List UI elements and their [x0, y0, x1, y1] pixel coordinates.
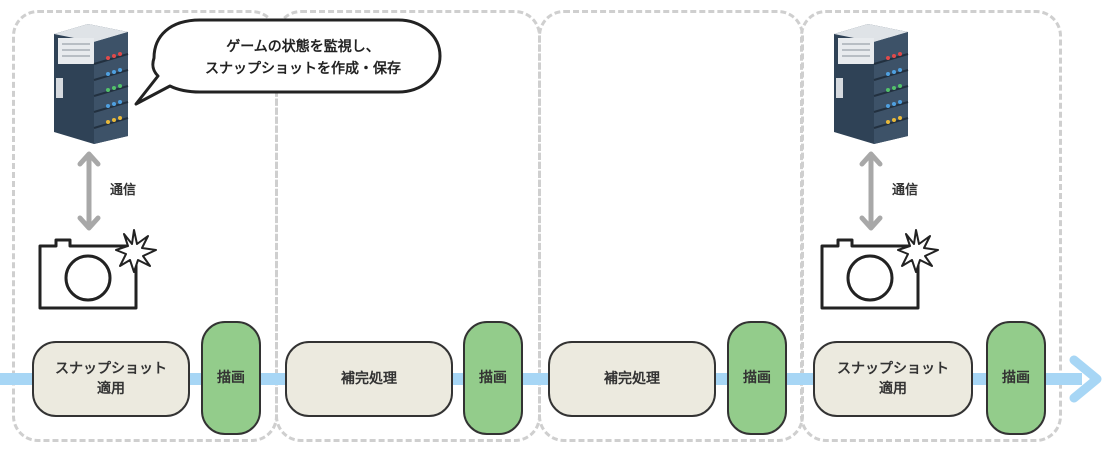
block-label: 描画	[1002, 369, 1030, 386]
two-way-arrow-icon	[77, 151, 101, 231]
block-label: 描画	[479, 369, 507, 386]
snapshot-apply-block: スナップショット 適用	[32, 341, 190, 417]
draw-block: 描画	[463, 321, 523, 435]
interpolation-block: 補完処理	[285, 341, 453, 417]
bubble-text: ゲームの状態を監視し、 スナップショットを作成・保存	[168, 36, 438, 81]
block-label: 適用	[97, 381, 125, 397]
two-way-arrow-icon	[859, 151, 883, 231]
bubble-line-2: スナップショットを作成・保存	[205, 61, 401, 78]
block-label: スナップショット	[55, 360, 167, 377]
server-icon	[54, 24, 129, 144]
camera-icon	[820, 229, 939, 310]
comm-label: 通信	[892, 183, 919, 198]
block-label: 適用	[879, 381, 907, 397]
block-label: スナップショット	[837, 360, 949, 377]
block-label: 描画	[217, 369, 245, 386]
camera-icon	[38, 229, 157, 310]
comm-label: 通信	[110, 183, 137, 198]
block-label: 補完処理	[341, 370, 397, 387]
bubble-line-1: ゲームの状態を監視し、	[226, 39, 380, 55]
block-label: 補完処理	[604, 370, 660, 387]
interpolation-block: 補完処理	[548, 341, 716, 417]
draw-block: 描画	[727, 321, 787, 435]
speech-bubble	[134, 18, 442, 106]
snapshot-apply-block: スナップショット 適用	[813, 341, 973, 417]
draw-block: 描画	[201, 321, 261, 435]
frame-4	[800, 10, 1062, 442]
block-label: 描画	[743, 369, 771, 386]
server-icon	[834, 24, 909, 144]
draw-block: 描画	[986, 321, 1046, 435]
